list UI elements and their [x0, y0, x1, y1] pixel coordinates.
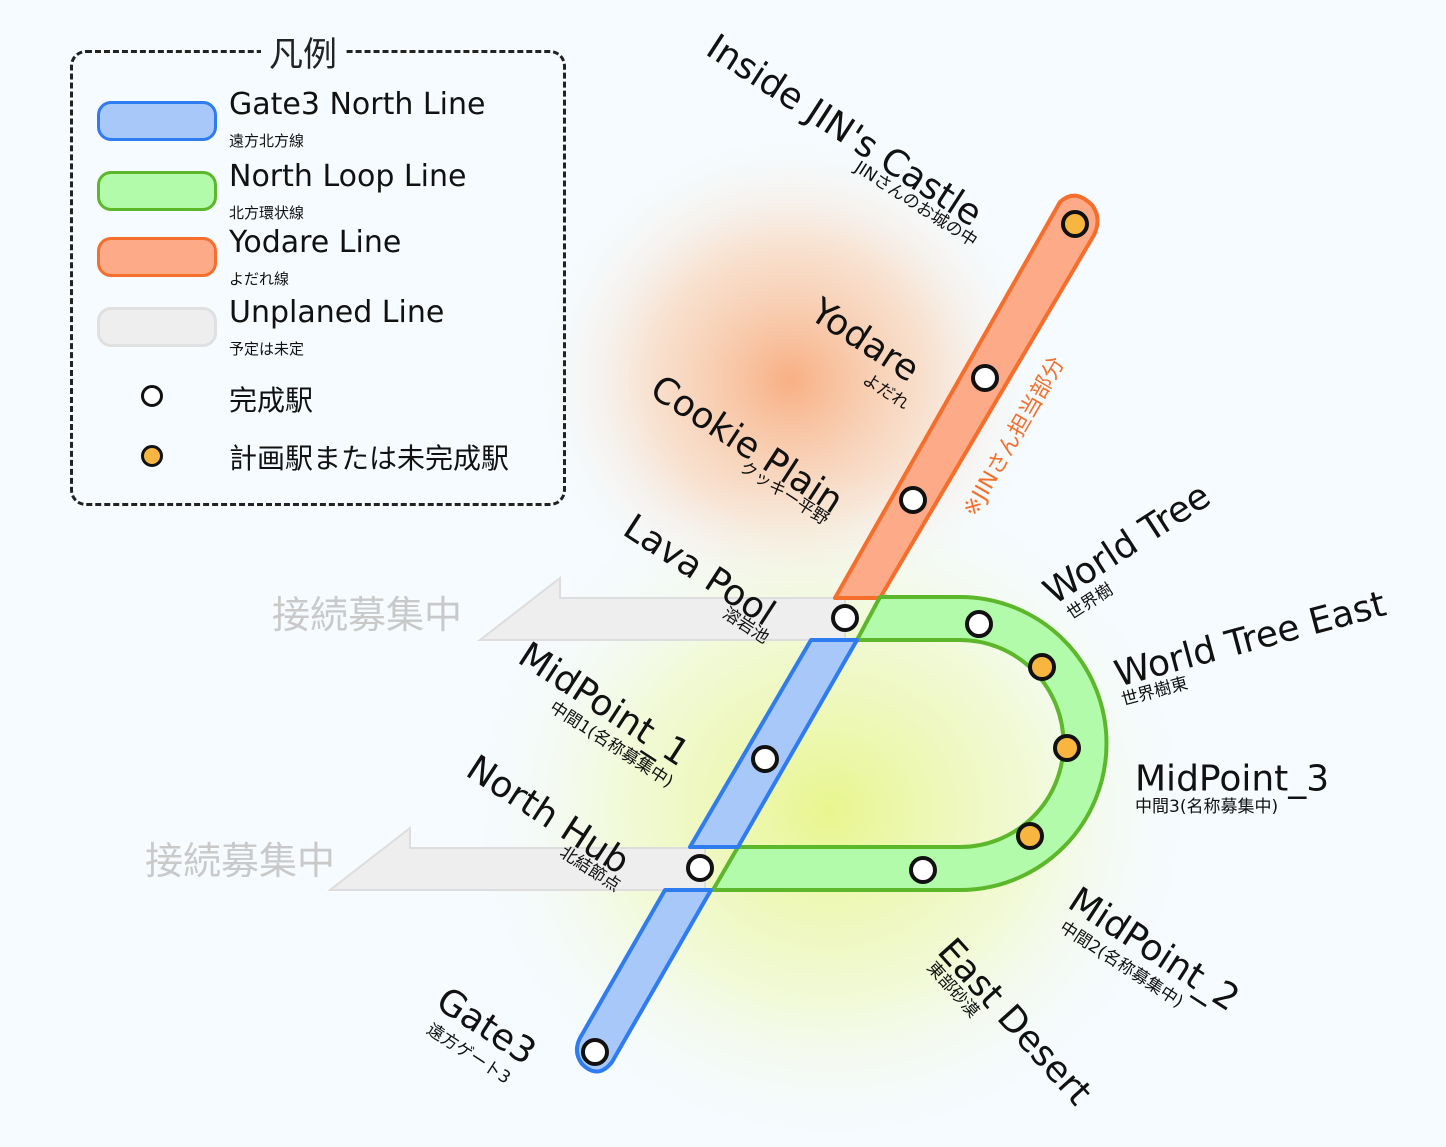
station-midpoint-2[interactable]: [1016, 822, 1044, 850]
station-cookie-plain[interactable]: [899, 486, 927, 514]
station-world-tree-east[interactable]: [1028, 653, 1056, 681]
stations: [581, 210, 1089, 1066]
north-loop-line-swatch: [97, 171, 217, 211]
gate3-north-line-name: Gate3 North Line: [229, 87, 486, 122]
north-loop-line: [711, 595, 1109, 892]
gate3-north-line-sub: 遠方北方線: [229, 132, 305, 150]
legend-title: 凡例: [261, 27, 345, 76]
planned-station-label: 計画駅または未完成駅: [229, 442, 510, 475]
station-world-tree[interactable]: [965, 610, 993, 638]
completed-station-icon: [141, 385, 163, 407]
gate3-north-line-swatch: [97, 101, 217, 141]
station-sub-midpoint-3: 中間3(名称募集中): [1135, 797, 1278, 817]
station-yodare[interactable]: [971, 364, 999, 392]
gate3-north-line-south: [575, 888, 713, 1074]
north-loop-line-sub: 北方環状線: [229, 204, 305, 222]
station-gate3[interactable]: [581, 1038, 609, 1066]
station-inside-jins-castle[interactable]: [1061, 210, 1089, 238]
station-name-midpoint-3: MidPoint_3: [1135, 759, 1329, 800]
yodare-line-swatch: [97, 237, 217, 277]
station-lava-pool[interactable]: [831, 604, 859, 632]
completed-station-label: 完成駅: [229, 384, 314, 417]
recruiting-label-lower: 接続募集中: [145, 839, 335, 883]
station-midpoint-1[interactable]: [751, 745, 779, 773]
legend: 凡例 Gate3 North Line 遠方北方線 North Loop Lin…: [70, 27, 566, 506]
station-name-world-tree-east: World Tree East: [1110, 584, 1390, 696]
gate3-north-line: [688, 638, 859, 849]
unplaned-line-sub: 予定は未定: [229, 340, 305, 358]
unplaned-line-name: Unplaned Line: [229, 295, 445, 330]
north-loop-line-name: North Loop Line: [229, 159, 467, 194]
planned-station-icon: [141, 445, 163, 467]
unplaned-line-swatch: [97, 307, 217, 347]
yodare-line-sub: よだれ線: [229, 270, 290, 288]
yodare-line-name: Yodare Line: [229, 225, 402, 260]
recruiting-label-upper: 接続募集中: [272, 593, 462, 637]
station-east-desert[interactable]: [909, 856, 937, 884]
station-name-world-tree: World Tree: [1037, 475, 1218, 613]
station-north-hub[interactable]: [686, 854, 714, 882]
station-midpoint-3[interactable]: [1053, 734, 1081, 762]
